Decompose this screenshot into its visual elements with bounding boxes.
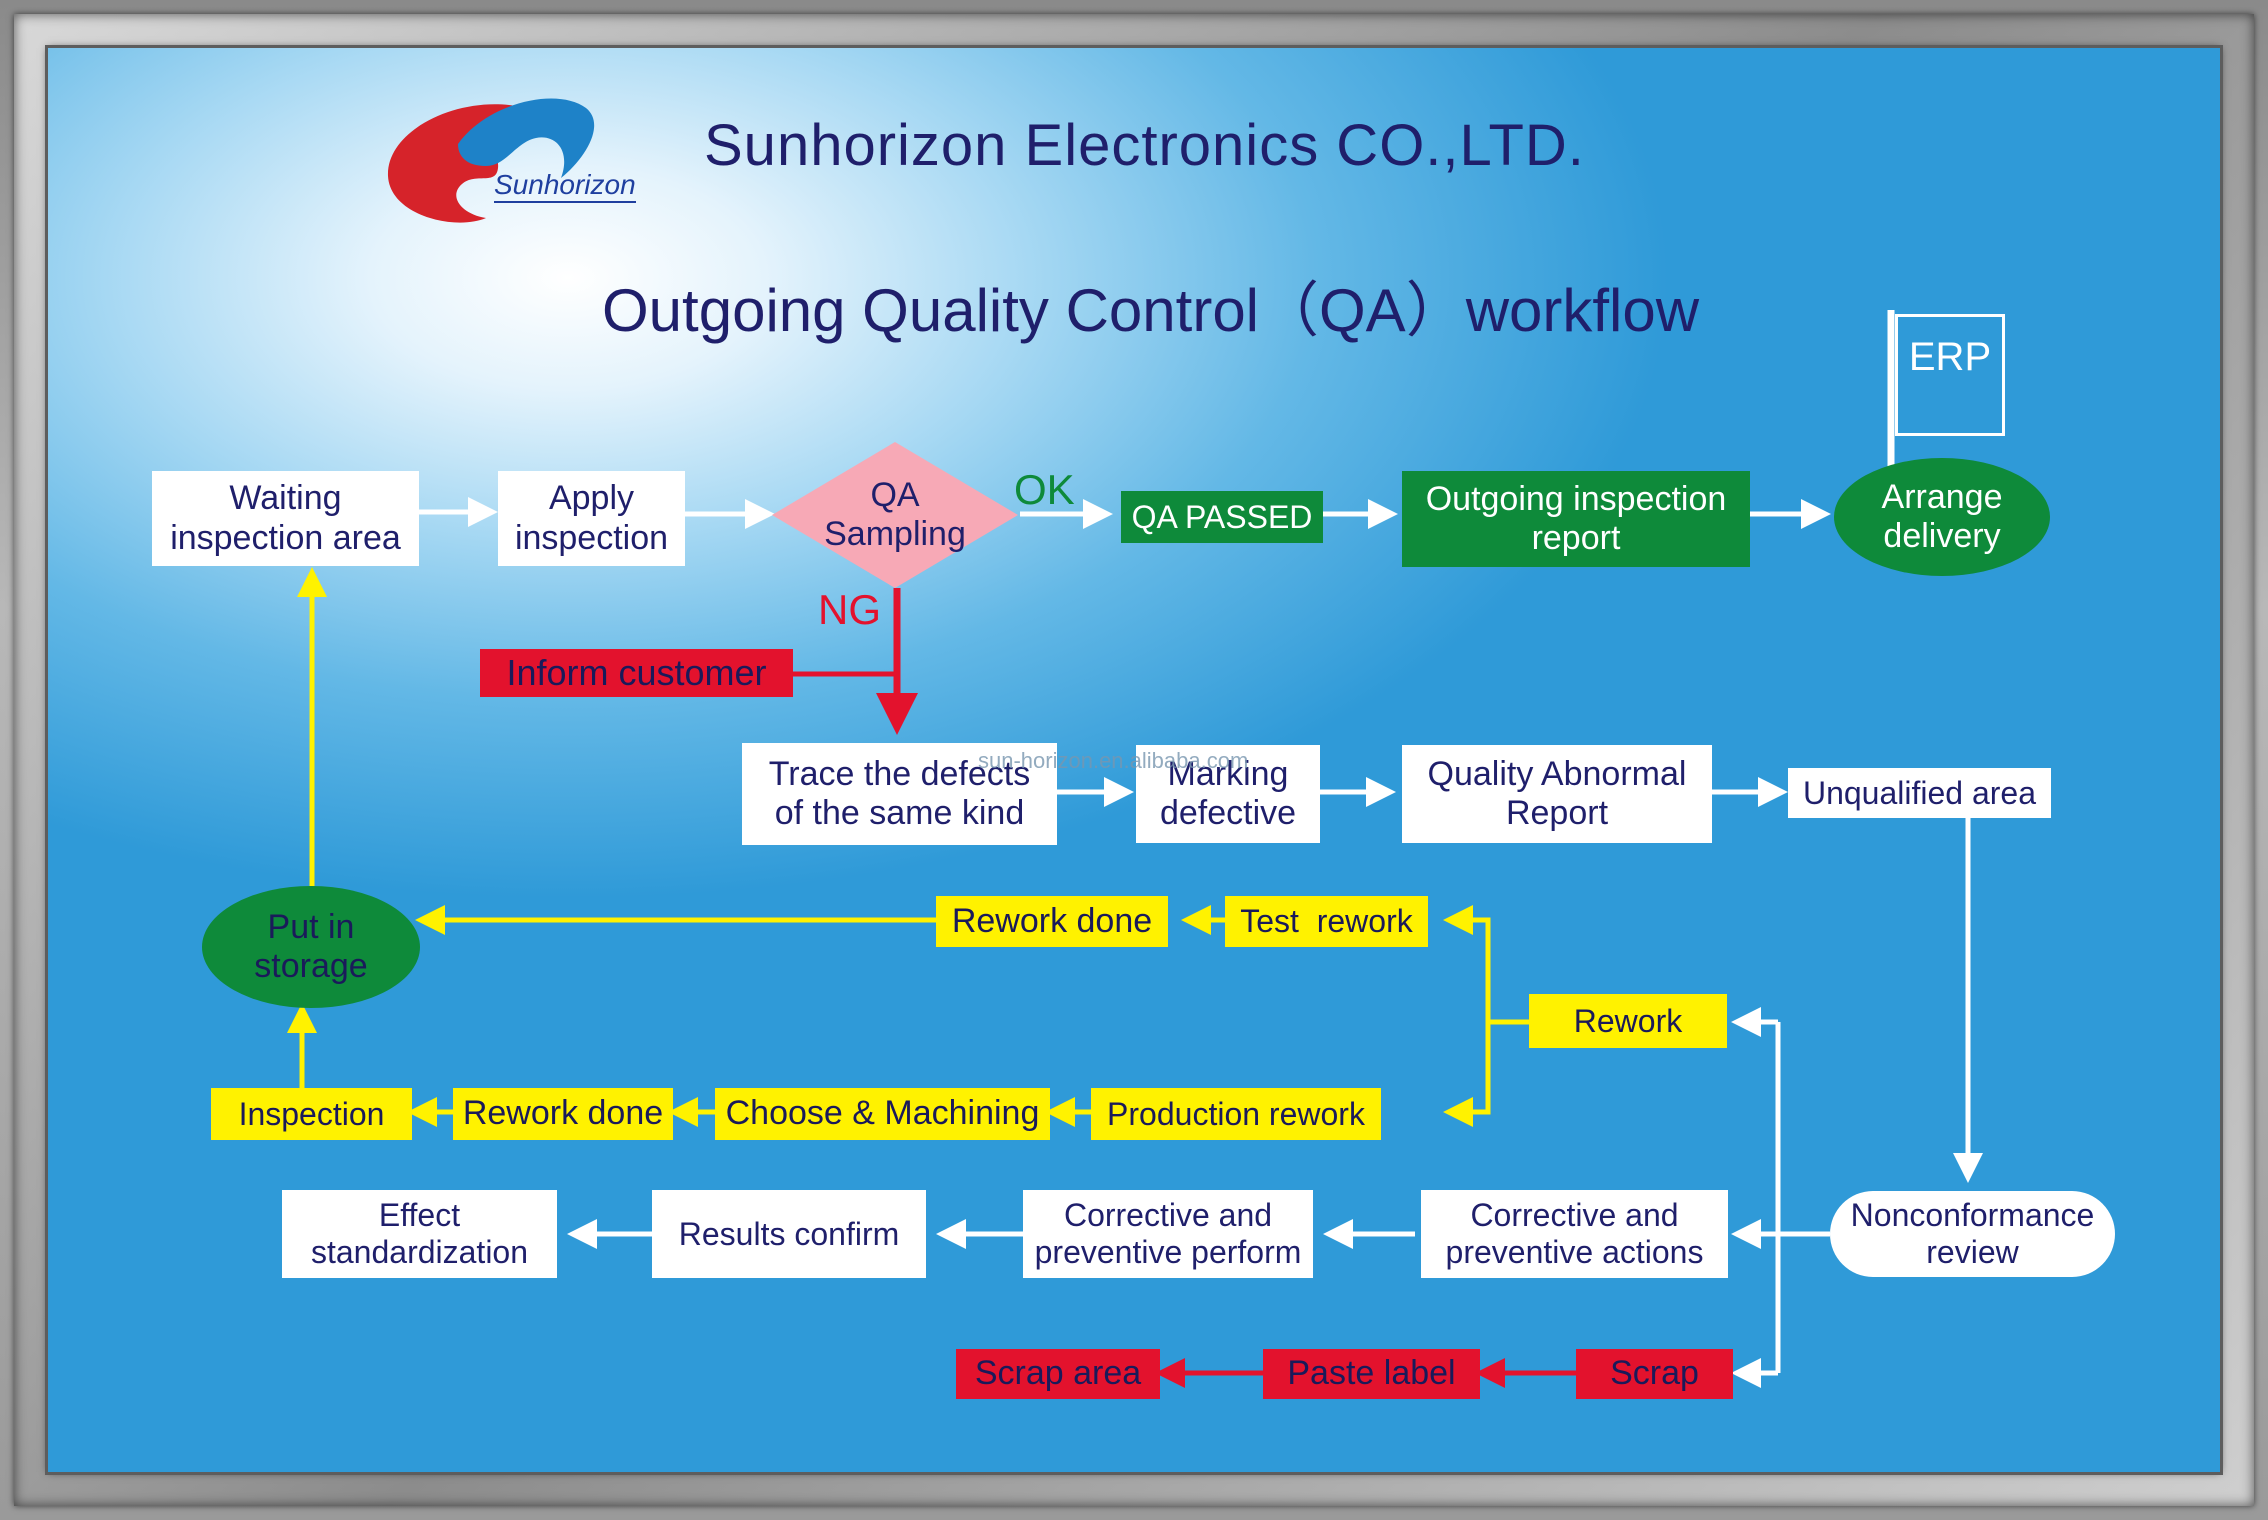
page-title: Outgoing Quality Control（QA）workflow [602,277,1700,344]
ok-label: OK [1014,466,1075,513]
rework-branch-up [1443,905,1491,1022]
node-scrap-area: Scrap area [956,1349,1160,1399]
diagram-canvas: Sunhorizon Sunhorizon Electronics CO.,LT… [48,48,2220,1472]
node-apply-inspection: Apply inspection [498,471,685,566]
node-rework-done-bottom: Rework done [453,1088,673,1140]
ng-label: NG [818,586,881,633]
erp-box: ERP [1895,314,2005,436]
node-nonconformance-review: Nonconformance review [1830,1191,2115,1277]
node-corrective-preventive-perform: Corrective and preventive perform [1023,1190,1313,1278]
company-logo: Sunhorizon [366,86,696,236]
node-marking-defective: Marking defective [1136,745,1320,843]
node-qa-sampling: QA Sampling [770,440,1020,590]
node-unqualified-area: Unqualified area [1788,768,2051,818]
node-choose-machining: Choose & Machining [715,1088,1050,1140]
connector-layer [287,310,1983,1388]
node-paste-label: Paste label [1263,1349,1480,1399]
erp-label: ERP [1908,335,1992,379]
node-arrange-delivery: Arrange delivery [1834,458,2050,576]
node-trace-defects: Trace the defects of the same kind [742,743,1057,845]
node-waiting-inspection-area: Waiting inspection area [152,471,419,566]
decision-diamond [772,442,1018,588]
node-qa-passed: QA PASSED [1121,491,1323,543]
node-rework: Rework [1529,994,1727,1048]
node-quality-abnormal-report: Quality Abnormal Report [1402,745,1712,843]
node-scrap: Scrap [1576,1349,1733,1399]
rework-branch-down [1443,1022,1491,1127]
node-corrective-preventive-actions: Corrective and preventive actions [1421,1190,1728,1278]
node-outgoing-inspection-report: Outgoing inspection report [1402,471,1750,567]
company-name: Sunhorizon Electronics CO.,LTD. [704,113,1585,178]
node-inspection: Inspection [211,1088,412,1140]
qa-sampling-label: QA Sampling [824,475,966,553]
node-effect-standardization: Effect standardization [282,1190,557,1278]
watermark: sun-horizon.en.alibaba.com [978,748,1249,773]
logo-swoosh-icon [387,98,595,223]
node-rework-done-top: Rework done [936,896,1168,947]
logo-text: Sunhorizon [494,169,636,203]
node-production-rework: Production rework [1091,1088,1381,1140]
node-test-rework: Test rework [1225,896,1428,947]
node-results-confirm: Results confirm [652,1190,926,1278]
node-inform-customer: Inform customer [480,649,793,697]
node-put-in-storage: Put in storage [202,886,420,1008]
